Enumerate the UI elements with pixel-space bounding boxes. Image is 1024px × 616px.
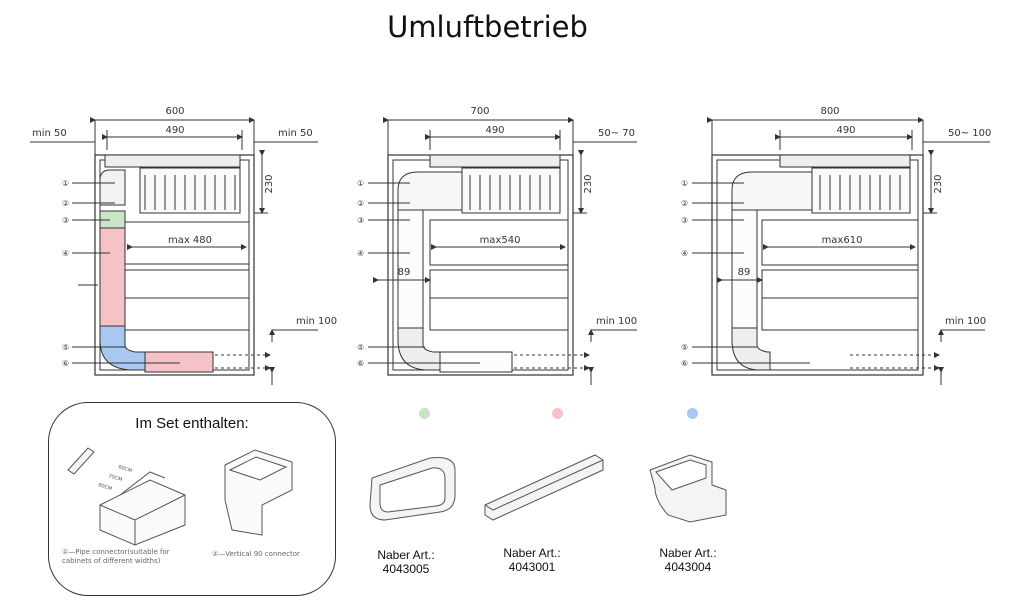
installation-diagram-800: [692, 117, 990, 385]
dim-inner-490: 490: [165, 125, 184, 136]
page-title: Umluftbetrieb: [387, 10, 588, 44]
product-4043001: Naber Art.: 4043001: [477, 546, 587, 574]
part-number: ③: [681, 216, 688, 225]
product-label: Naber Art.:: [503, 546, 561, 560]
product-label: Naber Art.:: [377, 548, 435, 562]
dim-right-gap: min 50: [278, 128, 313, 139]
part-number: ⑥: [681, 359, 688, 368]
dim-right-gap: 50~ 70: [598, 128, 635, 139]
part-number: ①: [62, 179, 69, 188]
product-number: 4043001: [508, 560, 556, 574]
installation-diagram-600: [30, 117, 318, 385]
part-number: ⑤: [62, 343, 69, 352]
part-number: ⑥: [357, 359, 364, 368]
color-dot-green: [419, 408, 430, 419]
product-label: Naber Art.:: [659, 546, 717, 560]
dim-bottom: min 100: [596, 316, 637, 327]
set-title: Im Set enthalten:: [135, 415, 249, 432]
dim-side: 89: [738, 267, 751, 278]
size-label: 70CM: [107, 473, 122, 483]
dim-width-800: 800: [820, 106, 839, 117]
part-number: ⑤: [681, 343, 688, 352]
dim-width-700: 700: [470, 106, 489, 117]
dim-inner-490: 490: [485, 125, 504, 136]
dim-inner-490: 490: [836, 125, 855, 136]
part-number: ①: [681, 179, 688, 188]
part-number: ②: [681, 199, 688, 208]
product-connector-illustration: [369, 457, 456, 521]
dim-bottom: min 100: [945, 316, 986, 327]
color-dot-pink: [552, 408, 563, 419]
dim-max: max610: [822, 235, 863, 246]
installation-diagram-700: [368, 117, 637, 385]
part-number: ④: [357, 249, 364, 258]
dim-right-gap: 50~ 100: [948, 128, 991, 139]
part-number: ②: [357, 199, 364, 208]
set-vertical-connector-illustration: [224, 449, 293, 536]
part-number: ③: [62, 216, 69, 225]
size-label: 80CM: [97, 482, 112, 492]
part-number: ②: [62, 199, 69, 208]
part-number: ⑤: [357, 343, 364, 352]
dim-max: max540: [480, 235, 521, 246]
part-number: ④: [62, 249, 69, 258]
set-caption-pipe-connector: ①—Pipe connector(suitable for cabinets o…: [62, 548, 170, 565]
size-label: 60CM: [117, 464, 132, 474]
dim-height: 230: [583, 174, 594, 193]
dim-width-600: 600: [165, 106, 184, 117]
dim-left-gap: min 50: [32, 128, 67, 139]
product-flat-duct-illustration: [484, 454, 604, 521]
part-number: ④: [681, 249, 688, 258]
product-4043005: Naber Art.: 4043005: [351, 548, 461, 576]
dim-max: max 480: [168, 235, 212, 246]
set-caption-vertical-connector: ②—Vertical 90 connector: [212, 550, 300, 558]
dim-height: 230: [933, 174, 944, 193]
part-number: ③: [357, 216, 364, 225]
part-number: ⑥: [62, 359, 69, 368]
product-4043004: Naber Art.: 4043004: [633, 546, 743, 574]
set-pipe-connector-illustration: [67, 447, 186, 546]
color-dot-blue: [687, 408, 698, 419]
part-number: ①: [357, 179, 364, 188]
product-number: 4043005: [382, 562, 430, 576]
dim-bottom: min 100: [296, 316, 337, 327]
set-contents-box: Im Set enthalten:: [48, 402, 336, 596]
dim-height: 230: [264, 174, 275, 193]
product-number: 4043004: [664, 560, 712, 574]
dim-side: 89: [398, 267, 411, 278]
product-bend-illustration: [649, 454, 727, 523]
